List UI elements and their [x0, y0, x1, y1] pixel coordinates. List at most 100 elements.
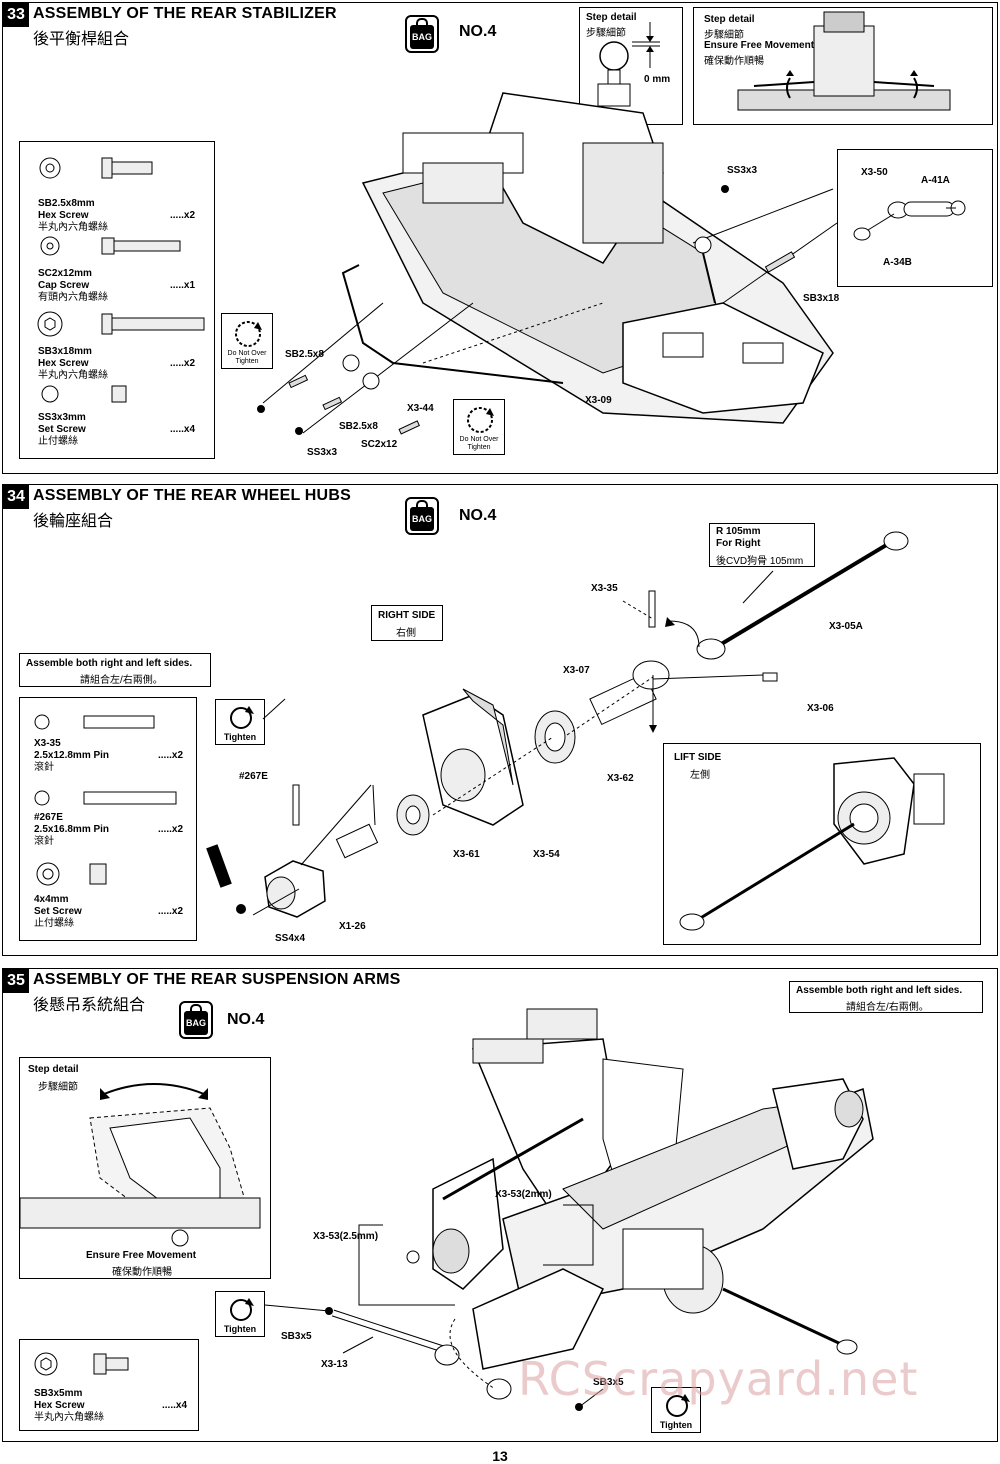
link-parts-drawing: [853, 200, 966, 241]
part-type: Cap Screw: [38, 280, 90, 291]
step-33-section: 33 ASSEMBLY OF THE REAR STABILIZER 後平衡桿組…: [2, 2, 998, 474]
step-detail-title-cn: 步驟細節: [704, 30, 744, 41]
callout-ss3x3-b: SS3x3: [307, 447, 338, 458]
step-detail-title-cn: 步驟細節: [38, 1082, 78, 1093]
ensure-free-movement: Ensure Free Movement: [704, 40, 815, 51]
step-detail-box-2: Step detail 步驟細節 Ensure Free Movement 確保…: [693, 7, 993, 125]
ball-stud-icon: [597, 22, 660, 107]
bag-icon: BAG: [179, 1001, 213, 1039]
callout-x3-62: X3-62: [607, 773, 634, 784]
bag-icon: BAG: [405, 15, 439, 53]
callout-a-41a: A-41A: [921, 175, 950, 186]
callout-x3-06: X3-06: [807, 703, 834, 714]
part-cn: 滾針: [34, 836, 54, 847]
step-detail-title-cn: 步驟細節: [586, 28, 626, 39]
part-qty: .....x4: [162, 1400, 188, 1411]
step-title: ASSEMBLY OF THE REAR WHEEL HUBS: [33, 487, 351, 504]
callout-sb2-5x8-b: SB2.5x8: [339, 421, 378, 432]
part-cn: 半丸內六角螺絲: [38, 370, 108, 381]
part-name: SB3x5mm: [34, 1388, 83, 1399]
bag-number: NO.4: [459, 23, 497, 40]
part-type: Set Screw: [38, 424, 86, 435]
part-qty: .....x2: [158, 750, 184, 761]
part-name: 4x4mm: [34, 894, 69, 905]
part-cn: 止付螺絲: [38, 436, 78, 447]
callout-x3-35: X3-35: [591, 583, 618, 594]
tighten-icon: Tighten: [215, 1291, 265, 1337]
step-35-section: 35 ASSEMBLY OF THE REAR SUSPENSION ARMS …: [2, 968, 998, 1442]
step-title: ASSEMBLY OF THE REAR SUSPENSION ARMS: [33, 971, 401, 988]
left-side-label: LIFT SIDE: [674, 752, 722, 763]
ensure-free-movement: Ensure Free Movement: [86, 1250, 197, 1261]
left-side-box: LIFT SIDE 左側: [663, 743, 981, 945]
cvd-side: For Right: [716, 538, 761, 549]
part-name: SS3x3mm: [38, 412, 86, 423]
suspension-arm-detail-drawing: [20, 1083, 261, 1247]
rear-wheel-hub-assembly-drawing: [206, 531, 909, 918]
cvd-note-box: R 105mm For Right 後CVD狗骨 105mm: [709, 523, 815, 567]
callout-x3-09: X3-09: [585, 395, 612, 406]
part-name: SC2x12mm: [38, 268, 92, 279]
callout-x3-54: X3-54: [533, 849, 560, 860]
note-box: Assemble both right and left sides. 請組合左…: [789, 981, 983, 1013]
part-qty: .....x2: [158, 906, 184, 917]
part-name: #267E: [34, 812, 63, 823]
part-type: 2.5x12.8mm Pin: [34, 750, 110, 761]
callout-sc2x12: SC2x12: [361, 439, 398, 450]
right-side-label-box: RIGHT SIDE 右側: [371, 605, 443, 641]
do-not-over-tighten-icon: Do Not Over Tighten: [453, 399, 505, 455]
ensure-free-movement-cn: 確保動作順暢: [112, 1267, 172, 1278]
part-type: Hex Screw: [34, 1400, 85, 1411]
assemble-both-sides-note-cn: 請組合左/右兩側。: [80, 675, 163, 686]
callout-x3-07: X3-07: [563, 665, 590, 676]
callout-sb3x5: SB3x5: [281, 1331, 312, 1342]
part-qty: .....x1: [170, 280, 196, 291]
do-not-over-tighten-icon: Do Not Over Tighten: [221, 313, 273, 369]
callout-sb2-5x8: SB2.5x8: [285, 349, 324, 360]
part-cn: 半丸內六角螺絲: [34, 1412, 104, 1423]
part-cn: 有頭內六角螺絲: [38, 292, 108, 303]
bag-number: NO.4: [227, 1011, 265, 1028]
callout-267e: #267E: [239, 771, 268, 782]
callout-x3-44: X3-44: [407, 403, 434, 414]
callout-x3-50: X3-50: [861, 167, 888, 178]
parts-icons: [37, 157, 205, 403]
left-side-hub-drawing: [679, 757, 945, 931]
bag-icon: BAG: [405, 497, 439, 535]
watermark: RCScrapyard.net: [518, 1352, 919, 1406]
tighten-icon: Tighten: [651, 1387, 701, 1433]
step-subtitle: 後平衡桿組合: [33, 31, 130, 48]
link-detail-box: [837, 149, 993, 287]
right-side-label: RIGHT SIDE: [378, 610, 436, 621]
part-type: Hex Screw: [38, 210, 89, 221]
assemble-both-sides-note: Assemble both right and left sides.: [796, 985, 963, 996]
rear-suspension-assembly-drawing: [264, 1008, 874, 1411]
parts-icons: [34, 1352, 129, 1376]
note-box: Assemble both right and left sides. 請組合左…: [19, 653, 211, 687]
part-type: 2.5x16.8mm Pin: [34, 824, 110, 835]
part-cn: 半丸內六角螺絲: [38, 222, 108, 233]
callout-x1-26: X1-26: [339, 921, 366, 932]
callout-x3-13: X3-13: [321, 1359, 348, 1370]
parts-list-box: SB2.5x8mm Hex Screw 半丸內六角螺絲 .....x2 SC2x…: [19, 141, 215, 459]
page-number: 13: [492, 1448, 508, 1464]
cvd-length: R 105mm: [716, 526, 761, 537]
step-subtitle: 後懸吊系統組合: [33, 997, 146, 1014]
callout-ss3x3: SS3x3: [727, 165, 758, 176]
callout-x3-61: X3-61: [453, 849, 480, 860]
left-side-label-cn: 左側: [690, 770, 710, 781]
right-side-label-cn: 右側: [396, 628, 416, 639]
gap-label: 0 mm: [644, 74, 671, 85]
step-number: 34: [3, 485, 29, 509]
ensure-free-movement-cn: 確保動作順暢: [704, 56, 764, 67]
step-detail-title: Step detail: [28, 1064, 79, 1075]
part-qty: .....x2: [158, 824, 184, 835]
part-qty: .....x2: [170, 358, 196, 369]
bag-number: NO.4: [459, 507, 497, 524]
stabilizer-detail-drawing: [737, 11, 951, 111]
part-type: Set Screw: [34, 906, 82, 917]
step-number: 35: [3, 969, 29, 993]
part-type: Hex Screw: [38, 358, 89, 369]
parts-list-box: SB3x5mm Hex Screw 半丸內六角螺絲 .....x4: [19, 1339, 199, 1431]
step-detail-box: Step detail 步驟細節 0 mm: [579, 7, 683, 125]
